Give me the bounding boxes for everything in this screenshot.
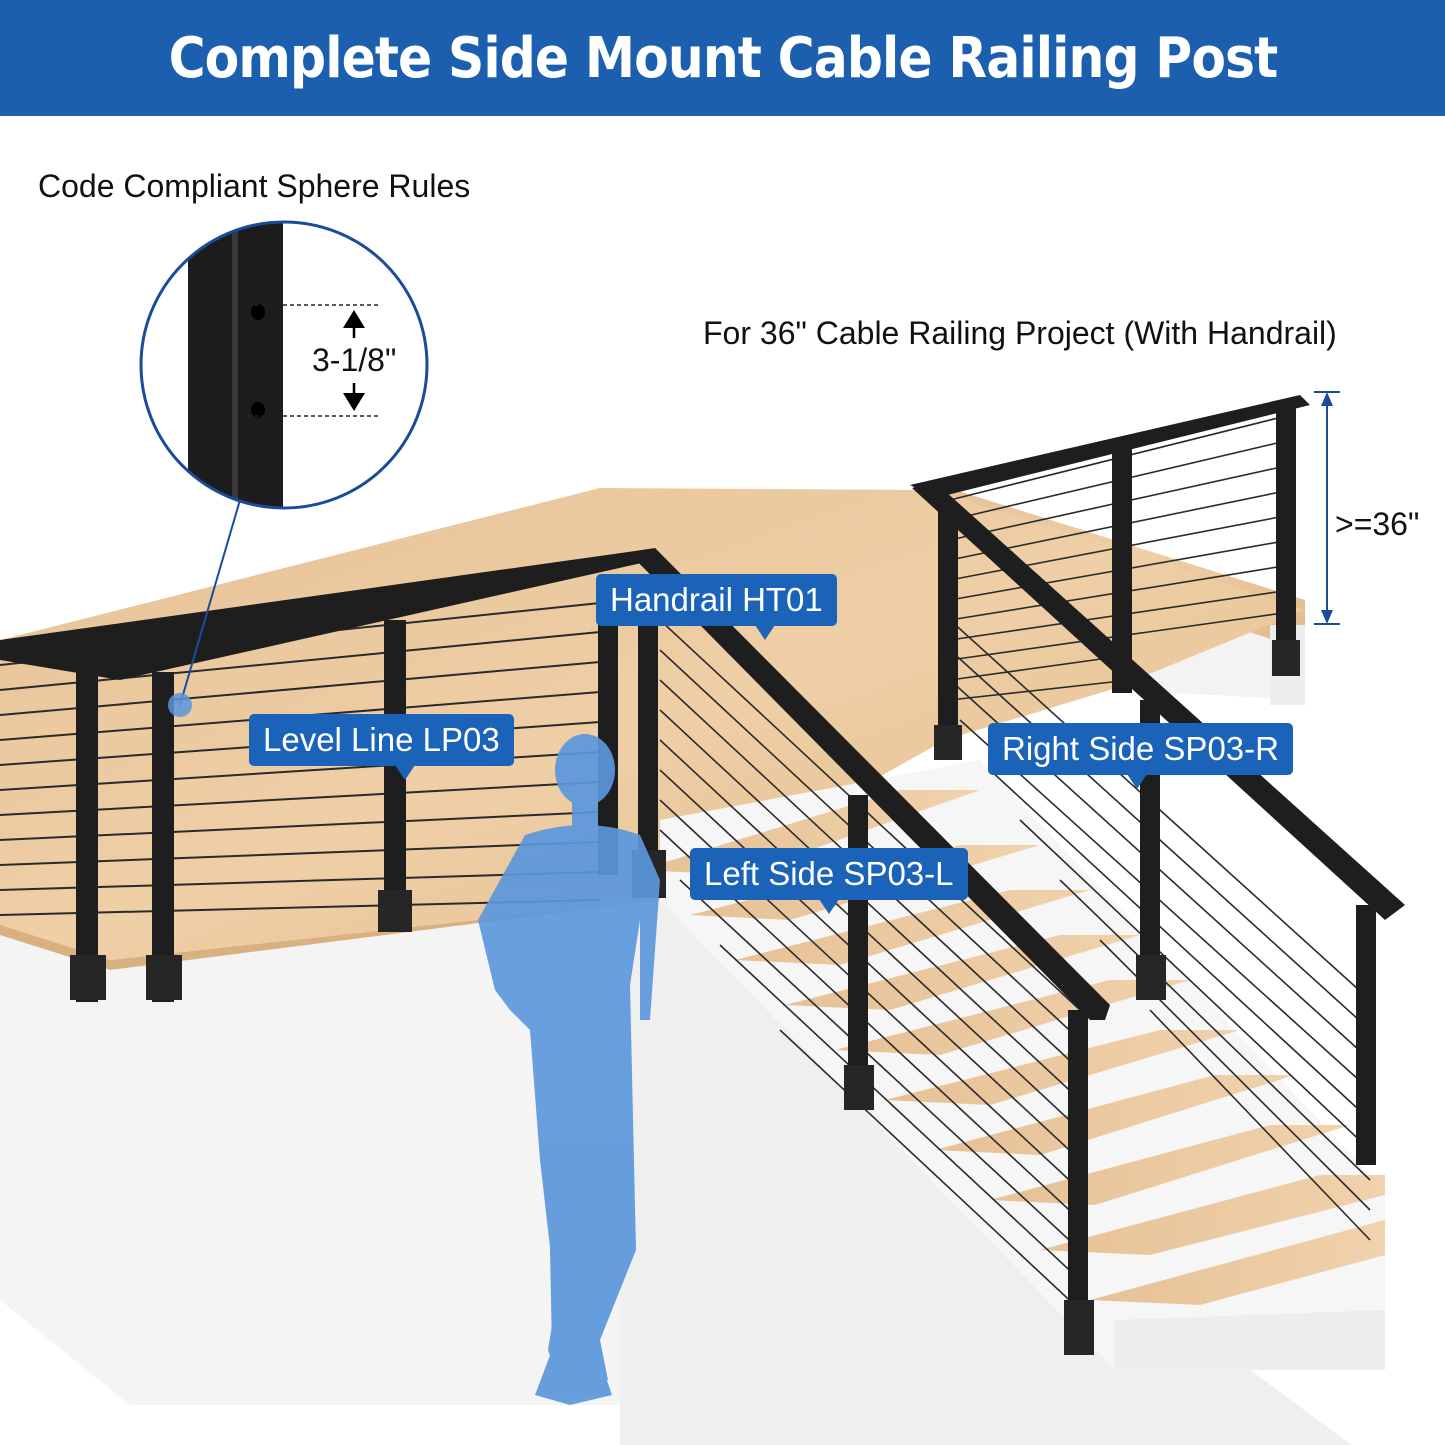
- page-title: Complete Side Mount Cable Railing Post: [168, 25, 1278, 91]
- railing-height-label: >=36": [1335, 506, 1420, 542]
- left-side-tag: Left Side SP03-L: [690, 848, 968, 914]
- level-line-tag: Level Line LP03: [249, 714, 514, 780]
- right-side-tag: Right Side SP03-R: [988, 723, 1293, 789]
- hole-spacing-label: 3-1/8": [312, 342, 397, 378]
- height-dimension: [1314, 391, 1340, 625]
- project-note-caption: For 36" Cable Railing Project (With Hand…: [703, 315, 1337, 351]
- upper-handrail: [910, 395, 1405, 1165]
- zoom-callout: [139, 220, 429, 717]
- stair-cables-left: [659, 619, 1081, 1311]
- level-handrail: [0, 552, 666, 1002]
- person-silhouette: [478, 734, 660, 1405]
- handrail-tag: Handrail HT01: [596, 574, 837, 640]
- header-banner: Complete Side Mount Cable Railing Post: [0, 0, 1445, 116]
- sphere-rules-caption: Code Compliant Sphere Rules: [38, 168, 471, 204]
